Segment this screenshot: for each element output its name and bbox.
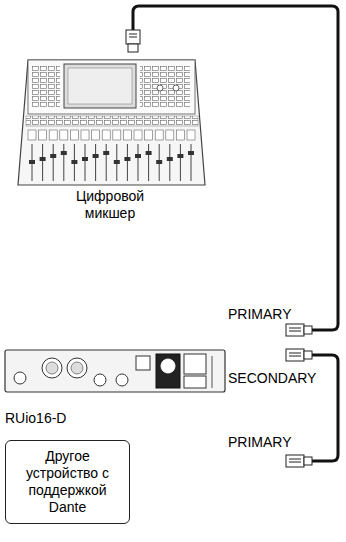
device-label: RUio16-D <box>5 410 66 427</box>
device-label: Цифровой микшер <box>55 188 165 222</box>
ruio16-d-device <box>5 350 225 392</box>
port-label: PRIMARY <box>228 434 292 451</box>
digital-mixer <box>18 60 205 185</box>
cable <box>133 6 338 461</box>
port-label: PRIMARY <box>228 306 292 323</box>
port-label: SECONDARY <box>228 370 316 387</box>
device-box: Другое устройство с поддержкой Dante <box>5 440 130 524</box>
box-text: Другое устройство с поддержкой Dante <box>12 448 123 516</box>
rj45-plug <box>126 30 140 52</box>
